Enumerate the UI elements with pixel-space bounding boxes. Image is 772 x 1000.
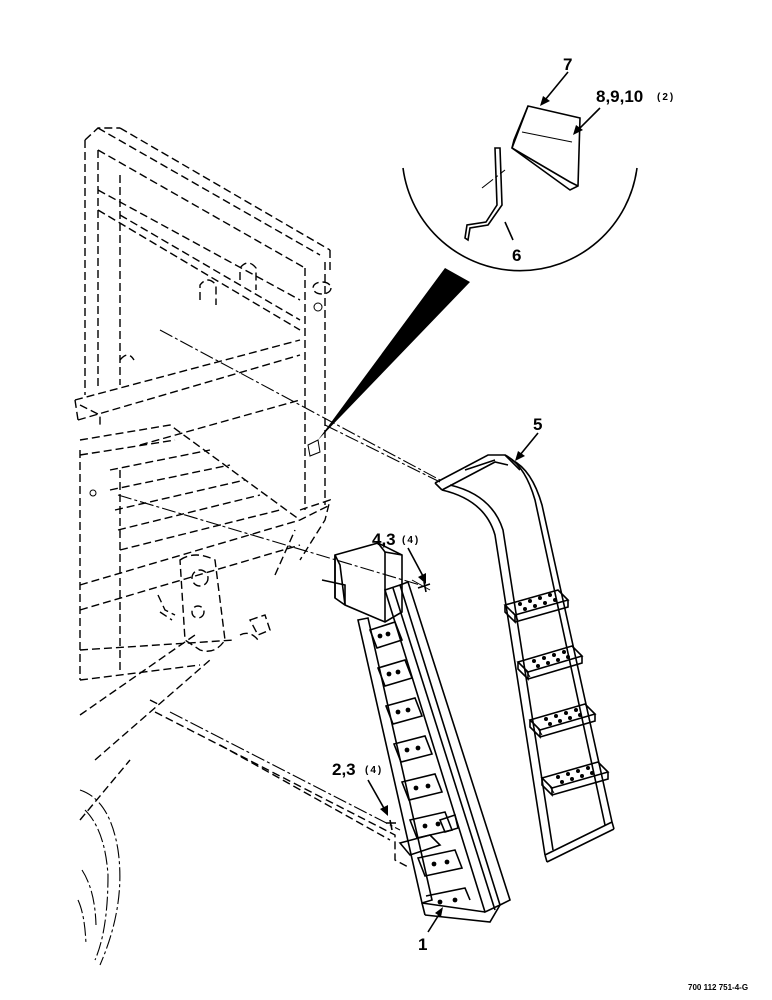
bolt-hardware-4-3 <box>411 579 431 593</box>
tire-phantom <box>77 789 121 966</box>
detail-bracket-part-6 <box>464 147 503 242</box>
callout-8-9-10-qty: (2) <box>657 92 675 103</box>
bolt-hardware-2-3 <box>386 819 396 831</box>
callout-2-3: 2,3 <box>332 760 356 779</box>
callout-4-3: 4,3 <box>372 530 396 549</box>
ladder-step <box>503 589 570 624</box>
fixed-ladder-part-1 <box>321 542 511 923</box>
callout-8-9-10: 8,9,10 <box>596 87 643 106</box>
callout-2-3-qty: (4) <box>365 765 383 776</box>
ladder-step <box>516 645 584 681</box>
detail-shield-part-7 <box>511 105 581 191</box>
callout-leaders <box>367 71 601 933</box>
callout-1: 1 <box>418 935 427 954</box>
drawing-number: 700 112 751-4-G <box>688 983 748 992</box>
ladder-step <box>540 761 610 797</box>
callout-5: 5 <box>533 415 542 434</box>
callout-4-3-qty: (4) <box>402 535 420 546</box>
callout-7: 7 <box>563 55 572 74</box>
ladder-step <box>528 703 597 739</box>
baler-frame-phantom <box>74 127 411 869</box>
detail-view-circle <box>318 167 638 440</box>
step-ladder-part-5 <box>434 454 615 863</box>
alignment-centerlines <box>117 169 506 831</box>
callout-6: 6 <box>512 246 521 265</box>
